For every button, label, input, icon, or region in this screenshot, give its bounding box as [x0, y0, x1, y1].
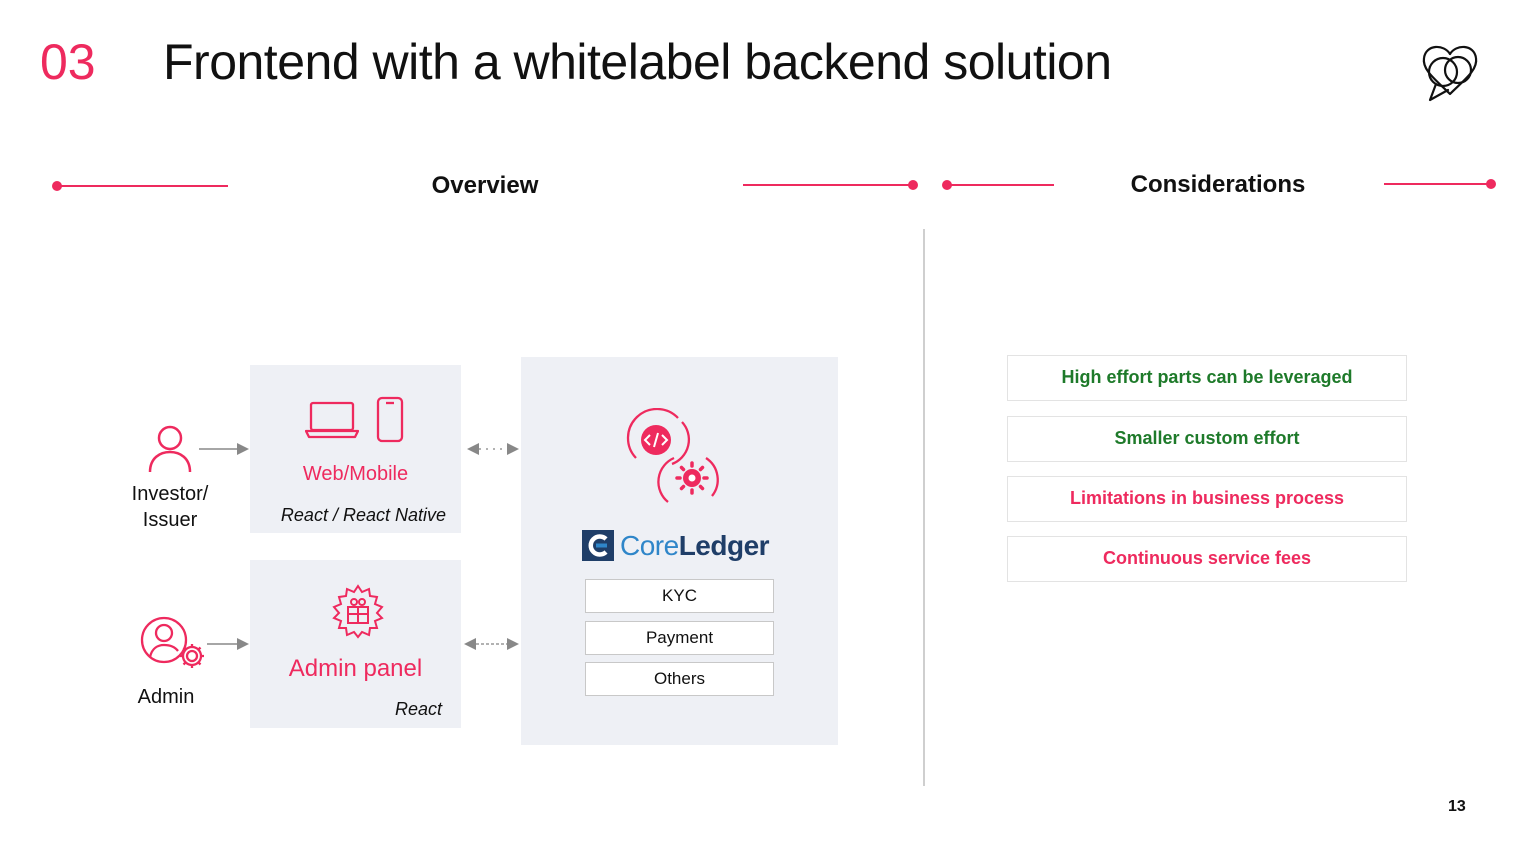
module-kyc: KYC	[585, 579, 774, 613]
page-number: 13	[1448, 798, 1466, 815]
investor-arrow	[199, 443, 249, 455]
considerations-rule-right	[1384, 183, 1491, 185]
overview-rule-right	[743, 184, 913, 186]
investor-label-line2: Issuer	[142, 509, 198, 531]
admin-panel-tech: React	[394, 699, 442, 719]
slide-title: Frontend with a whitelabel backend solut…	[163, 34, 1112, 90]
considerations-rule-left	[947, 184, 1054, 186]
module-payment: Payment	[585, 621, 774, 655]
coreledger-wordmark-ledger: Ledger	[678, 530, 770, 561]
module-others: Others	[585, 662, 774, 696]
overview-heading: Overview	[431, 172, 539, 199]
admin-backend-connector	[464, 638, 519, 650]
web-mobile-title: Web/Mobile	[302, 463, 409, 485]
investor-user-icon	[148, 425, 192, 473]
code-gear-integration-icon	[626, 408, 719, 503]
web-backend-connector	[467, 443, 519, 455]
investor-label-line1: Investor/	[131, 483, 209, 505]
web-mobile-tech: React / React Native	[280, 505, 446, 525]
overview-rule-dot-right	[908, 180, 918, 190]
vertical-divider	[923, 229, 925, 786]
admin-label: Admin	[137, 686, 195, 708]
laptop-icon	[305, 401, 359, 439]
consideration-item: High effort parts can be leveraged	[1007, 355, 1407, 401]
web-mobile-panel	[250, 365, 461, 533]
coreledger-wordmark: CoreLedger	[620, 531, 790, 561]
brand-logo-icon	[1422, 45, 1478, 102]
consideration-item: Limitations in business process	[1007, 476, 1407, 522]
admin-panel-title: Admin panel	[288, 655, 423, 682]
admin-user-gear-icon	[140, 616, 204, 668]
coreledger-wordmark-core: Core	[620, 530, 679, 561]
considerations-heading: Considerations	[1130, 171, 1306, 198]
consideration-item: Continuous service fees	[1007, 536, 1407, 582]
overview-rule-left	[57, 185, 228, 187]
considerations-rule-dot-right	[1486, 179, 1496, 189]
consideration-item: Smaller custom effort	[1007, 416, 1407, 462]
mobile-phone-icon	[376, 396, 404, 443]
coreledger-logo-icon	[582, 530, 614, 561]
admin-arrow	[207, 638, 249, 650]
admin-gear-box-icon	[332, 584, 384, 639]
section-number: 03	[40, 34, 96, 90]
